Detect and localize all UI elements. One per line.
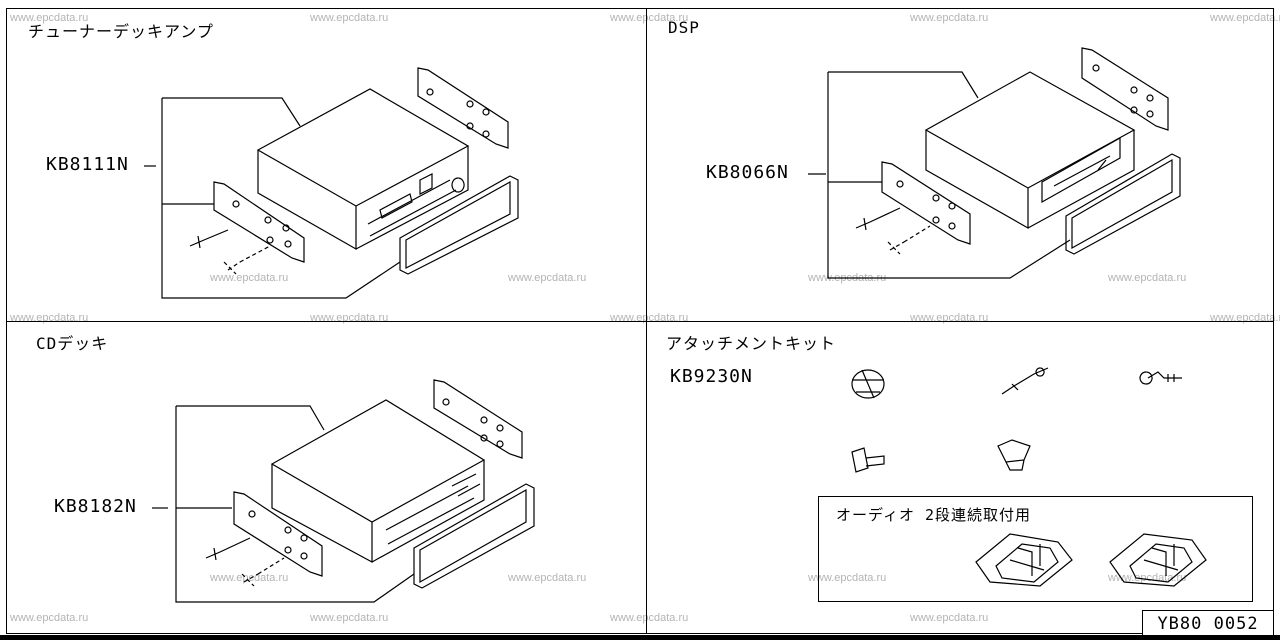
watermark: www.epcdata.ru: [1108, 572, 1187, 584]
part-code-kb8182n[interactable]: KB8182N: [54, 496, 137, 517]
watermark: www.epcdata.ru: [610, 612, 689, 624]
watermark: www.epcdata.ru: [910, 612, 989, 624]
cd-deck-drawing: [152, 379, 535, 603]
watermark: www.epcdata.ru: [808, 572, 887, 584]
watermark: www.epcdata.ru: [310, 612, 389, 624]
part-code-kb8111n[interactable]: KB8111N: [46, 154, 129, 175]
watermark: www.epcdata.ru: [10, 612, 89, 624]
watermark: www.epcdata.ru: [1108, 272, 1187, 284]
watermark: www.epcdata.ru: [1210, 12, 1280, 24]
watermark: www.epcdata.ru: [310, 12, 389, 24]
document-id: YB80 0052: [1142, 610, 1274, 636]
tuner-deck-amp-drawing: [144, 67, 519, 299]
watermark: www.epcdata.ru: [210, 572, 289, 584]
part-code-kb9230n[interactable]: KB9230N: [670, 366, 753, 387]
dsp-drawing: [808, 47, 1181, 279]
watermark: www.epcdata.ru: [508, 572, 587, 584]
section-title-dsp: DSP: [668, 18, 700, 37]
watermark: www.epcdata.ru: [610, 12, 689, 24]
watermark: www.epcdata.ru: [210, 272, 289, 284]
section-title-tuner-deck-amp: チューナーデッキアンプ: [28, 22, 214, 41]
dual-mount-sub-box: [818, 496, 1253, 602]
attachment-kit-drawing: [851, 367, 1207, 587]
section-title-cd-deck: CDデッキ: [36, 334, 109, 353]
sub-box-title: オーディオ 2段連続取付用: [836, 506, 1032, 524]
section-title-attachment-kit: アタッチメントキット: [666, 334, 837, 353]
part-code-kb8066n[interactable]: KB8066N: [706, 162, 789, 183]
bottom-bar: [0, 635, 1280, 640]
watermark: www.epcdata.ru: [10, 12, 89, 24]
horizontal-divider: [6, 321, 1274, 322]
watermark: www.epcdata.ru: [508, 272, 587, 284]
watermark: www.epcdata.ru: [910, 12, 989, 24]
